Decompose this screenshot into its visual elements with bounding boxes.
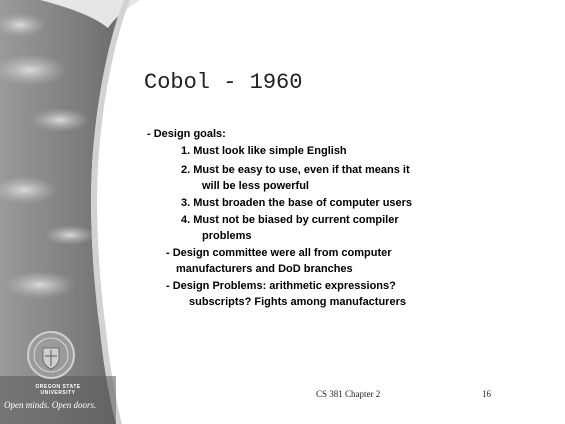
body-line: - Design Problems: arithmetic expression…	[166, 280, 396, 292]
university-tagline: Open minds. Open doors.	[4, 400, 97, 410]
cloud-4	[44, 225, 96, 245]
body-line: 3. Must broaden the base of computer use…	[181, 197, 413, 209]
cloud-2	[30, 108, 90, 132]
body-line: manufacturers and DoD branches	[176, 263, 353, 275]
cloud-6	[0, 13, 46, 37]
body-line: will be less powerful	[202, 180, 309, 192]
university-seal-icon	[27, 331, 75, 379]
slide-page-number: 16	[482, 389, 491, 399]
university-name-line-2: UNIVERSITY	[40, 390, 76, 396]
slide-footer: CS 381 Chapter 2	[316, 389, 381, 399]
body-line: problems	[202, 230, 252, 242]
bottom-band	[0, 376, 116, 424]
body-line: 1. Must look like simple English	[181, 145, 347, 157]
slide-title: Cobol - 1960	[144, 70, 303, 95]
top-swoosh	[40, 0, 140, 28]
cloud-5	[4, 271, 76, 299]
curve-highlight	[91, 0, 130, 424]
body-line: - Design committee were all from compute…	[166, 247, 392, 259]
body-line: subscripts? Fights among manufacturers	[189, 296, 406, 308]
body-line: - Design goals:	[147, 128, 226, 140]
university-name: OREGON STATE UNIVERSITY	[6, 384, 110, 396]
sidebar-panel	[0, 0, 124, 424]
body-line: 2. Must be easy to use, even if that mea…	[181, 164, 410, 176]
cloud-1	[0, 54, 68, 86]
cloud-3	[0, 176, 58, 204]
university-name-line-1: OREGON STATE	[35, 384, 81, 390]
body-line: 4. Must not be biased by current compile…	[181, 214, 399, 226]
